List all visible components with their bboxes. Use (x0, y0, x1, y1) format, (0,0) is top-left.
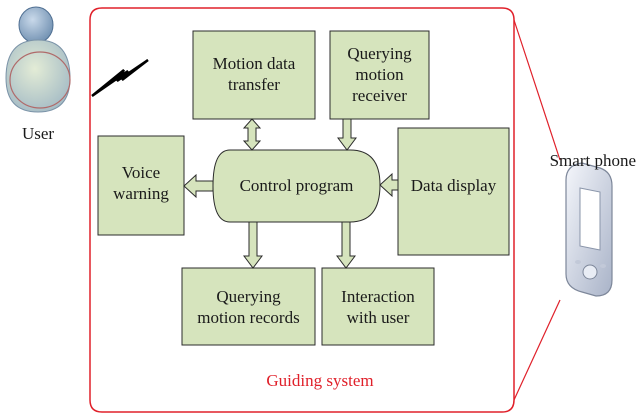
voice-warning-label: Voice warning (98, 162, 184, 204)
block-querying-motion-receiver (329, 30, 430, 120)
arrow-control-to-motion-transfer (242, 118, 262, 151)
data-display-label: Data display (398, 175, 509, 196)
querying-motion-records-line-2: motion records (197, 308, 300, 327)
smart-phone-icon (565, 162, 613, 297)
phone-connector-bottom (513, 299, 561, 401)
voice-warning-line-2: warning (113, 184, 169, 203)
arrow-receiver-to-control (337, 118, 357, 151)
user-label: User (21, 124, 55, 143)
querying-motion-receiver-line-2: motion (355, 65, 404, 84)
arrow-control-to-interaction (336, 221, 356, 269)
motion-data-transfer-line-1: Motion data (212, 54, 296, 73)
block-querying-motion-records (181, 267, 316, 346)
data-display-line-1: Data display (410, 176, 497, 195)
arrow-display-to-control (379, 172, 399, 198)
control-program-line-1: Control program (239, 176, 354, 195)
phone-connector-top (513, 19, 561, 161)
block-motion-data-transfer (192, 30, 316, 120)
user-icon (5, 6, 71, 113)
querying-motion-receiver-label: Querying motion receiver (330, 43, 429, 106)
guiding-system-label: Guiding system (266, 371, 374, 390)
motion-data-transfer-line-2: transfer (228, 75, 280, 94)
querying-motion-receiver-line-3: receiver (352, 86, 407, 105)
guiding-system-frame (89, 7, 515, 413)
querying-motion-records-label: Querying motion records (182, 286, 315, 328)
smart-phone-label: Smart phone (549, 151, 636, 170)
interaction-with-user-line-2: with user (346, 308, 410, 327)
control-program-label: Control program (213, 175, 380, 196)
querying-motion-records-line-1: Querying (216, 287, 281, 306)
querying-motion-receiver-line-1: Querying (347, 44, 412, 63)
interaction-with-user-label: Interaction with user (322, 286, 434, 328)
voice-warning-line-1: Voice (121, 163, 161, 182)
block-interaction-with-user (321, 267, 435, 346)
block-data-display (397, 127, 510, 256)
motion-data-transfer-label: Motion data transfer (193, 53, 315, 95)
interaction-with-user-line-1: Interaction (341, 287, 415, 306)
arrow-control-to-voice-warning (183, 173, 214, 199)
wireless-link-icon (91, 58, 149, 98)
arrow-control-to-records (243, 221, 263, 269)
block-voice-warning (97, 135, 185, 236)
